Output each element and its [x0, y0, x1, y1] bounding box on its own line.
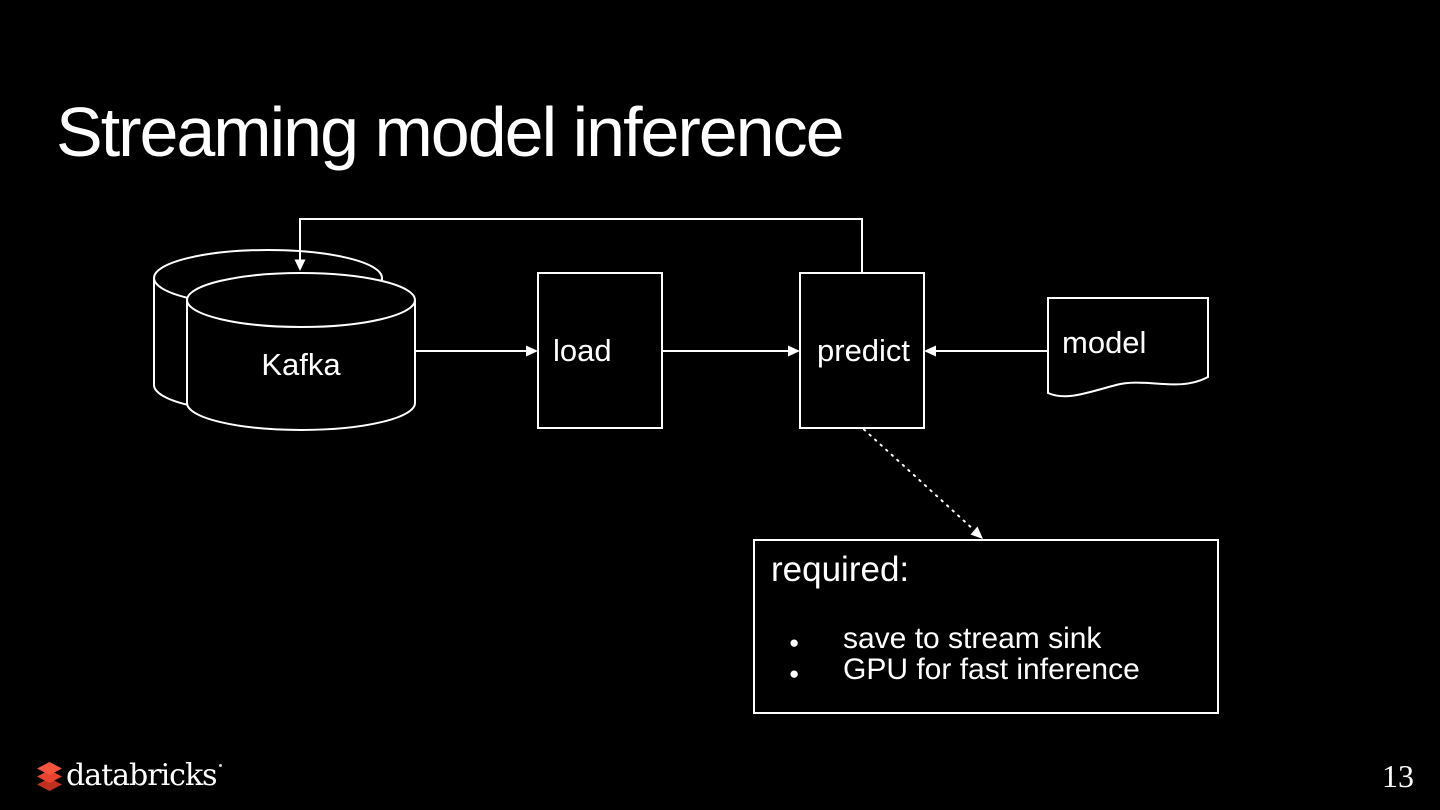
required-note-box — [753, 539, 1219, 714]
model-node-label: model — [1062, 325, 1147, 360]
model-document-shape — [1047, 297, 1209, 398]
arrowhead-right-icon — [526, 345, 538, 357]
required-note-list: ● save to stream sink ● GPU for fast inf… — [789, 623, 1140, 685]
edge-kafka-to-load — [415, 345, 538, 357]
databricks-logo-icon — [37, 762, 62, 791]
arrowhead-right-icon — [788, 345, 800, 357]
arrowhead-left-icon — [924, 345, 936, 357]
arrowhead-diagonal-icon — [970, 526, 983, 539]
trademark-dot — [218, 764, 222, 767]
edge-predict-to-kafka — [294, 218, 863, 273]
list-item: ● save to stream sink — [789, 623, 1140, 654]
note-bullet-text: save to stream sink — [843, 622, 1102, 655]
kafka-node-label: Kafka — [261, 347, 341, 382]
load-node-label: load — [553, 333, 612, 368]
databricks-wordmark: databricks — [66, 758, 218, 793]
list-item: ● GPU for fast inference — [789, 654, 1140, 685]
page-number: 13 — [1382, 758, 1414, 794]
page-title: Streaming model inference — [56, 92, 845, 171]
edge-load-to-predict — [662, 345, 800, 357]
bullet-icon: ● — [789, 633, 800, 652]
arrowhead-down-icon — [294, 259, 306, 271]
load-node-box — [537, 272, 663, 429]
edge-model-to-predict — [924, 345, 1048, 357]
bullet-icon: ● — [789, 664, 800, 683]
databricks-logo: databricks — [36, 760, 222, 792]
required-note-heading: required: — [771, 550, 910, 589]
edge-predict-to-note — [863, 428, 983, 539]
kafka-front-cylinder-shape — [186, 272, 416, 431]
note-bullet-text: GPU for fast inference — [843, 653, 1140, 686]
predict-node-box — [799, 272, 925, 429]
predict-node-label: predict — [817, 333, 911, 368]
